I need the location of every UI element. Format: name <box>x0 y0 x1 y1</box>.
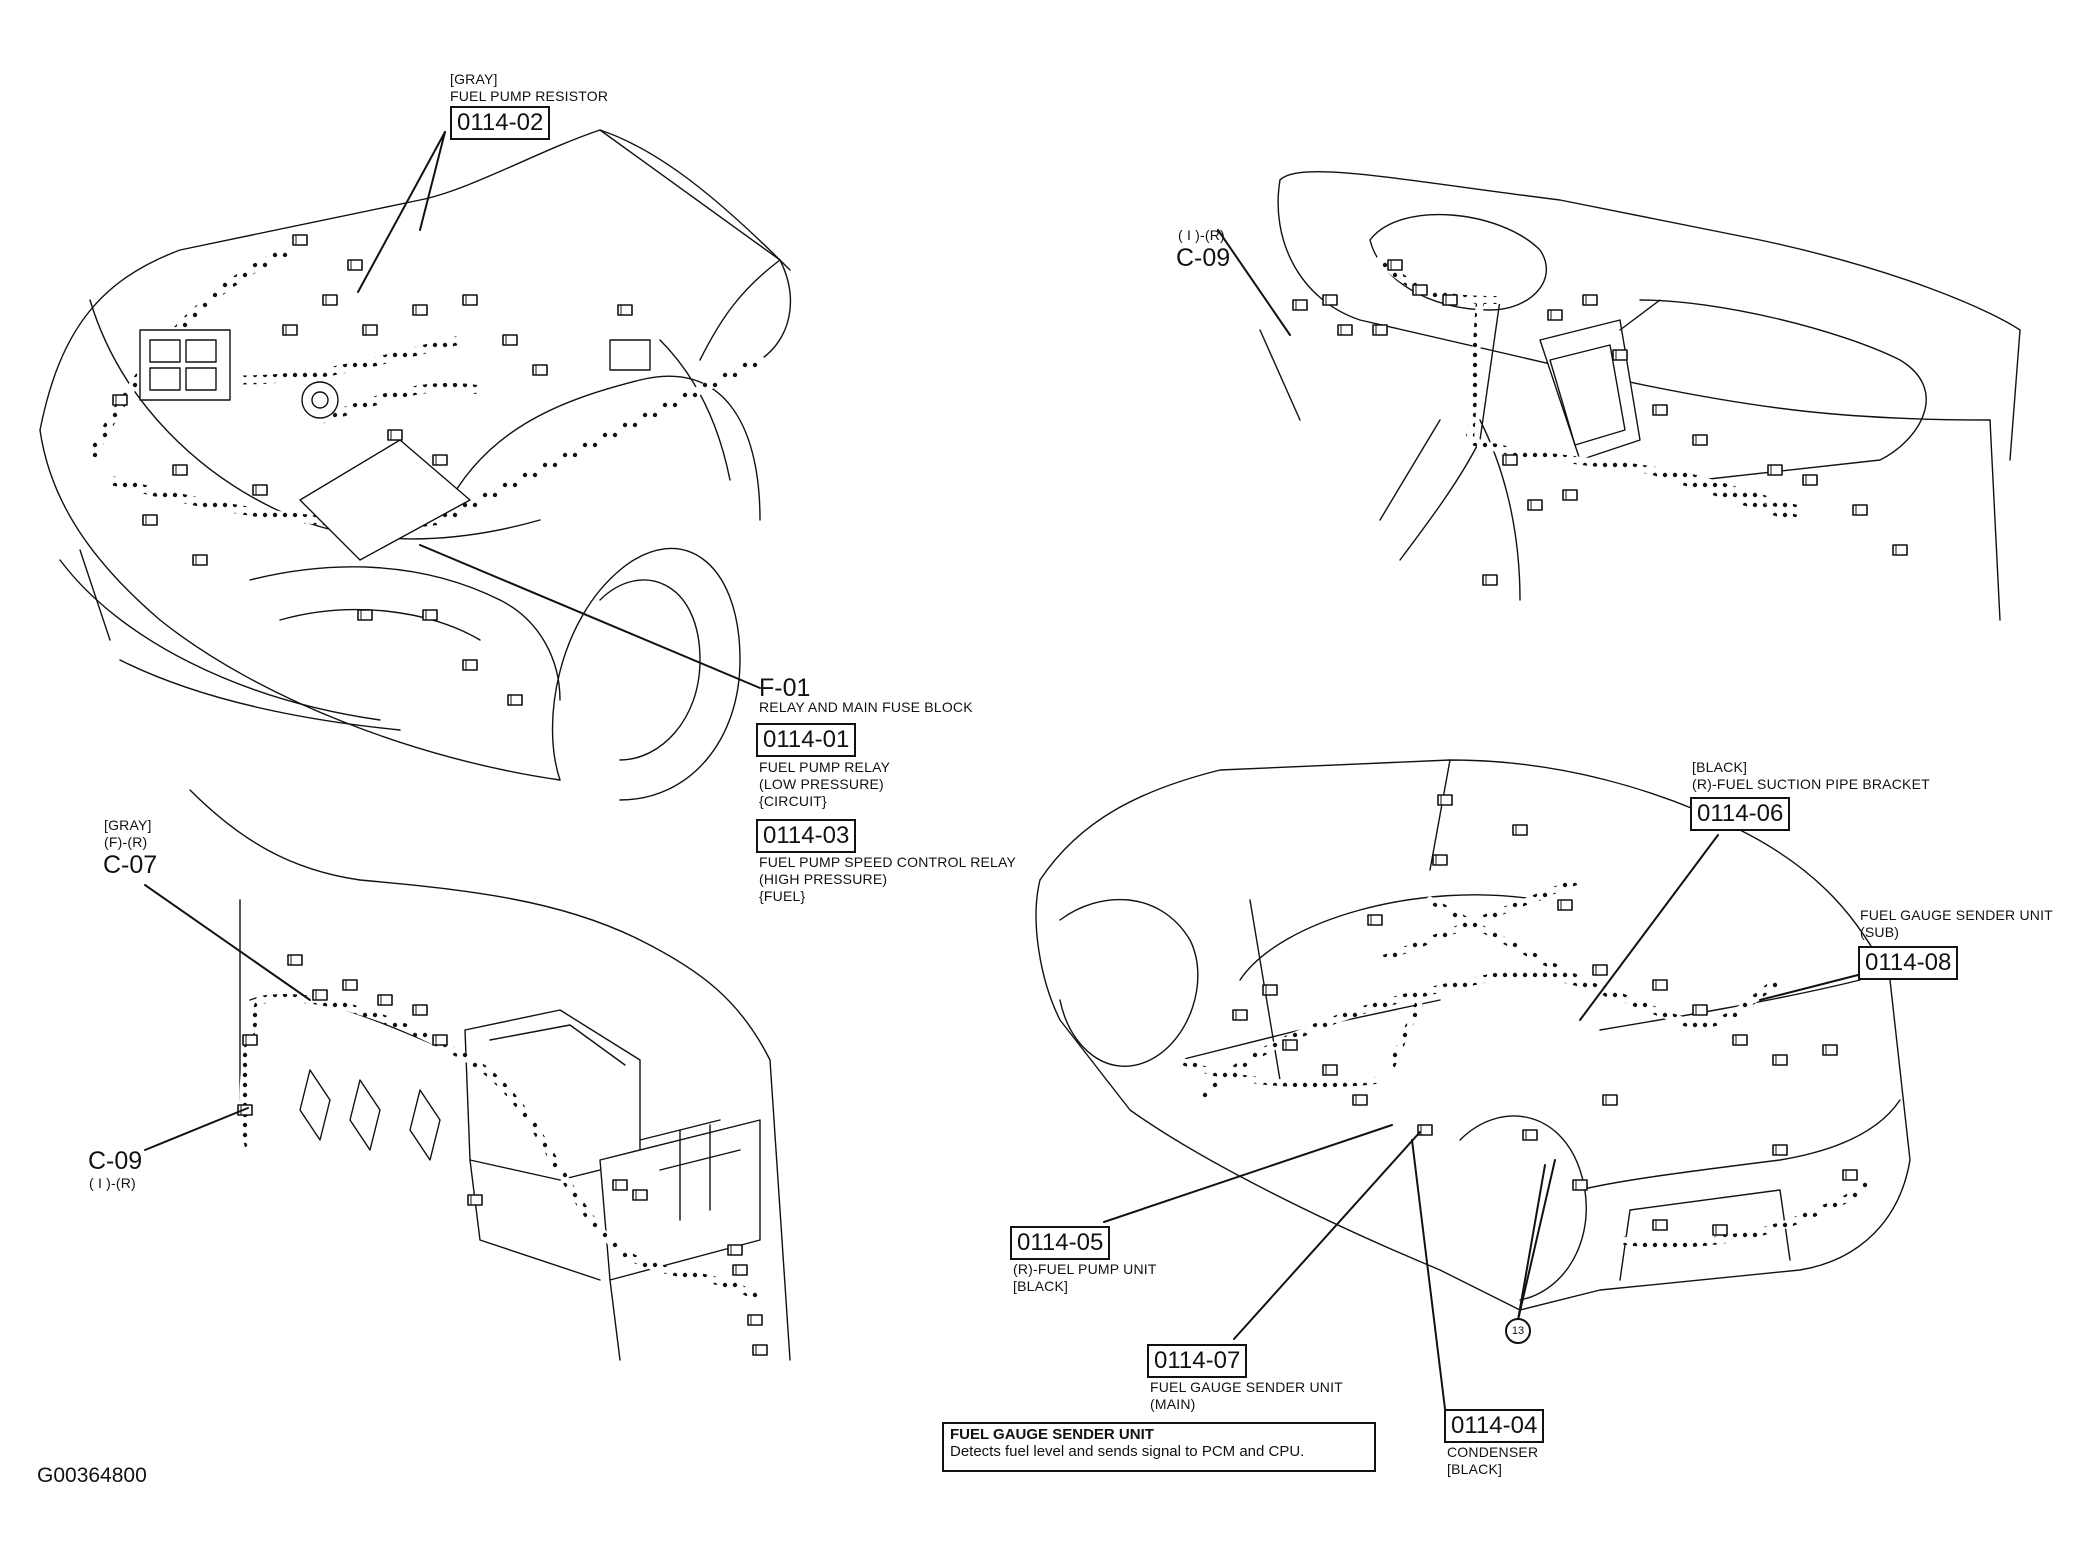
condenser-line-1: CONDENSER <box>1447 1444 1539 1460</box>
fuel-pump-unit-code: 0114-05 <box>1010 1226 1111 1260</box>
f01-code: F-01 <box>759 674 811 702</box>
condenser-line-2: [BLACK] <box>1447 1461 1503 1477</box>
fuel-pump-resistor-code: 0114-02 <box>450 106 551 140</box>
relay-low-line-3: {CIRCUIT} <box>759 793 827 809</box>
c07-color: [GRAY] <box>104 817 152 833</box>
relay-high-line-2: (HIGH PRESSURE) <box>759 871 888 887</box>
relay-high-line-3: {FUEL} <box>759 888 806 904</box>
info-box-title: FUEL GAUGE SENDER UNIT <box>950 1426 1154 1443</box>
suction-bracket-code: 0114-06 <box>1690 797 1791 831</box>
f01-name: RELAY AND MAIN FUSE BLOCK <box>759 699 973 715</box>
fuel-pump-resistor-color: [GRAY] <box>450 71 498 87</box>
relay-high-code: 0114-03 <box>756 819 857 853</box>
leader-lines <box>144 131 1859 1410</box>
sender-main-code: 0114-07 <box>1147 1344 1248 1378</box>
fuel-pump-unit-line-1: (R)-FUEL PUMP UNIT <box>1013 1261 1157 1277</box>
c09-left-code: C-09 <box>88 1147 143 1175</box>
relay-low-line-1: FUEL PUMP RELAY <box>759 759 891 775</box>
rear-body-view <box>1035 759 1911 1311</box>
c09-top-code: C-09 <box>1176 244 1231 272</box>
engine-bay-view <box>39 129 792 801</box>
sender-sub-line-2: (SUB) <box>1860 924 1900 940</box>
suction-bracket-name: (R)-FUEL SUCTION PIPE BRACKET <box>1692 776 1930 792</box>
condenser-code: 0114-04 <box>1444 1409 1545 1443</box>
c09-left-side: ( I )-(R) <box>89 1175 136 1191</box>
interior-pedal-view <box>189 789 791 1361</box>
relay-low-line-2: (LOW PRESSURE) <box>759 776 884 792</box>
ground-point-marker: 13 <box>1505 1318 1531 1344</box>
c07-side: (F)-(R) <box>104 834 148 850</box>
suction-bracket-color: [BLACK] <box>1692 759 1748 775</box>
fuel-pump-resistor-name: FUEL PUMP RESISTOR <box>450 88 609 104</box>
sender-sub-code: 0114-08 <box>1858 946 1959 980</box>
figure-id: G00364800 <box>37 1464 147 1487</box>
sender-main-line-2: (MAIN) <box>1150 1396 1196 1412</box>
relay-low-code: 0114-01 <box>756 723 857 757</box>
c07-code: C-07 <box>103 851 158 879</box>
fuel-pump-unit-line-2: [BLACK] <box>1013 1278 1069 1294</box>
relay-high-line-1: FUEL PUMP SPEED CONTROL RELAY <box>759 854 1017 870</box>
info-box-text: Detects fuel level and sends signal to P… <box>950 1443 1305 1460</box>
c09-top-side: ( I )-(R) <box>1178 227 1225 243</box>
sender-sub-line-1: FUEL GAUGE SENDER UNIT <box>1860 907 2053 923</box>
info-box: FUEL GAUGE SENDER UNIT Detects fuel leve… <box>942 1422 1376 1472</box>
sender-main-line-1: FUEL GAUGE SENDER UNIT <box>1150 1379 1343 1395</box>
